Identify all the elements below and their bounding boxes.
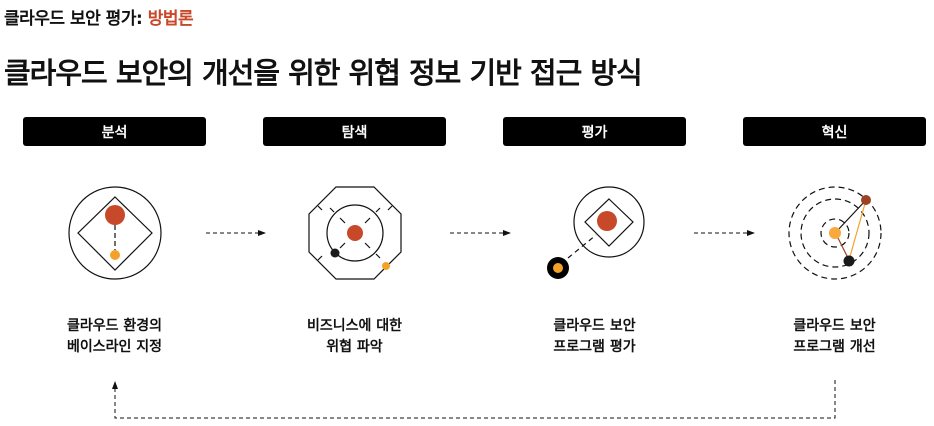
innovate-icon [788, 186, 882, 280]
supertitle: 클라우드 보안 평가: 방법론 [4, 9, 194, 29]
explore-icon [308, 186, 402, 280]
stage-header-analyze: 분석 [23, 117, 206, 146]
stage-header-explore: 탐색 [263, 117, 446, 146]
stage-header-evaluate: 평가 [503, 117, 686, 146]
page-title: 클라우드 보안의 개선을 위한 위협 정보 기반 접근 방식 [4, 56, 643, 90]
evaluate-icon [547, 186, 645, 279]
stage-header-innovate: 혁신 [743, 117, 926, 146]
supertitle-accent: 방법론 [147, 9, 194, 29]
feedback-loop-arrow [112, 380, 836, 419]
analyze-icon [68, 186, 162, 280]
